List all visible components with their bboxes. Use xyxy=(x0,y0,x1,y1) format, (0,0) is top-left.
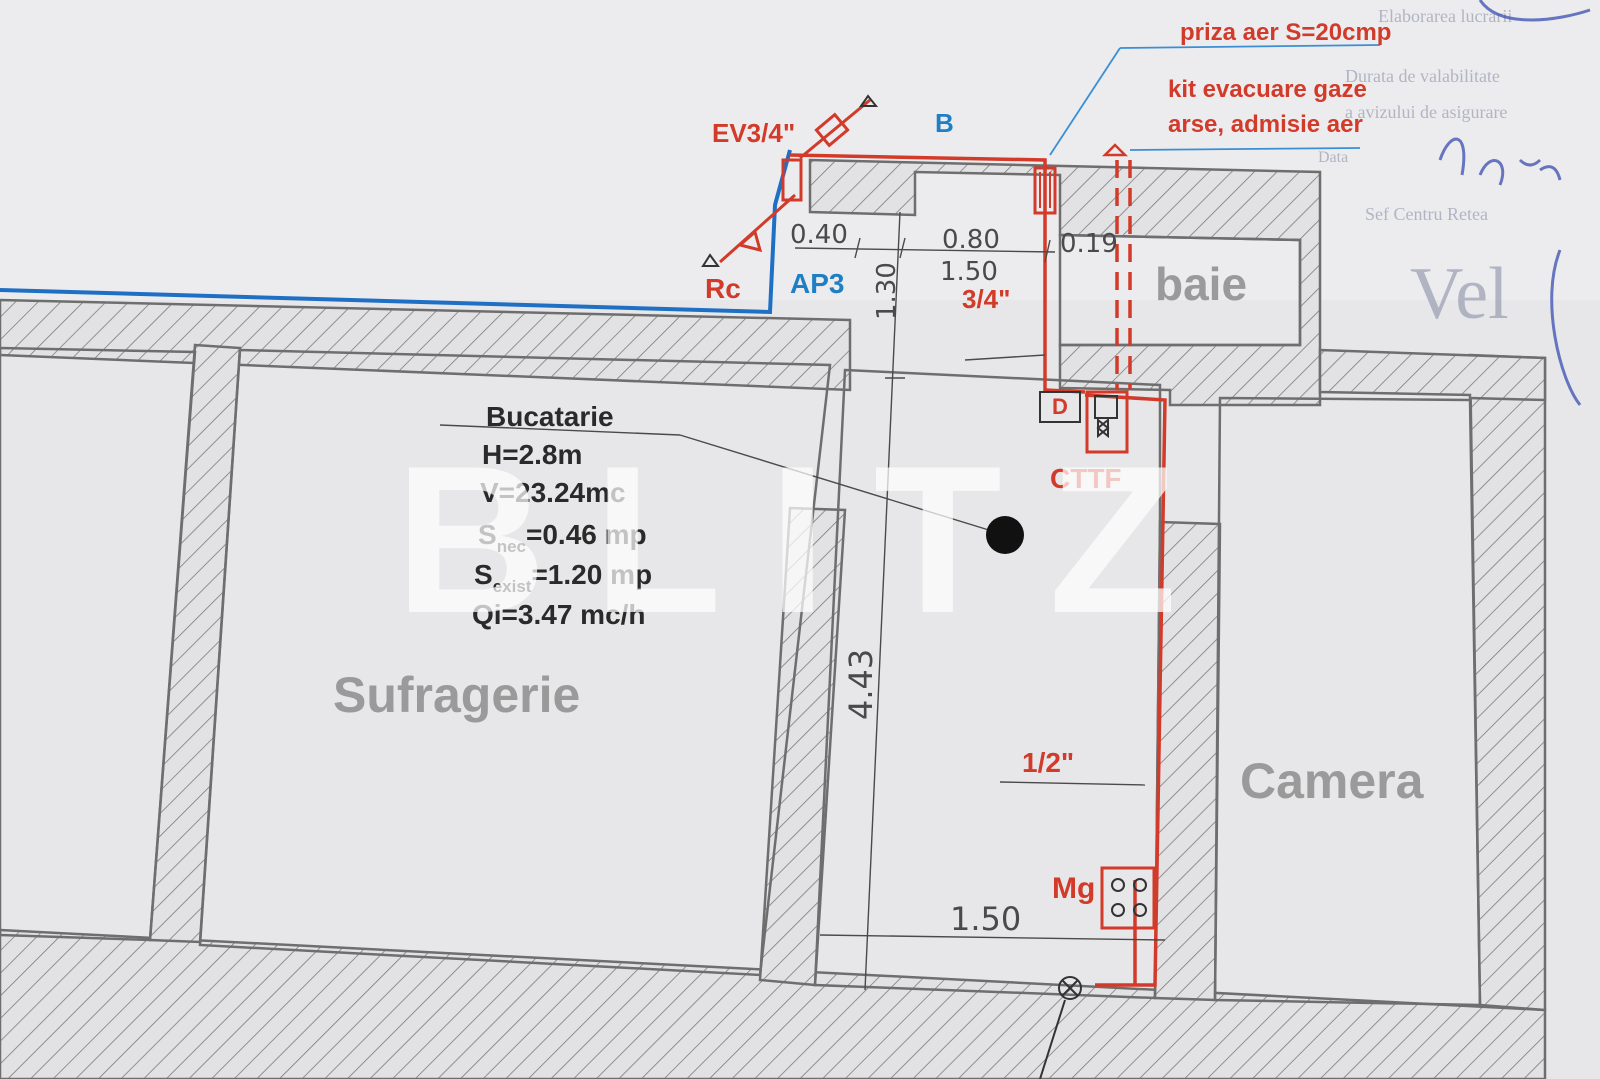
dim-150-top: 1.50 xyxy=(940,257,998,287)
watermark: BLITZ xyxy=(395,422,1195,657)
approval-stamp: Elaborarea lucrarii Durata de valabilita… xyxy=(1318,6,1512,335)
meter-d-icon xyxy=(1039,391,1081,423)
label-b: B xyxy=(935,108,954,138)
gas-inlet-icon xyxy=(1039,976,1082,1079)
spec-volume: V=23.24mc xyxy=(480,477,626,508)
room-label-bucatarie: Bucatarie xyxy=(486,401,614,432)
signature xyxy=(1438,0,1591,406)
label-cttf: CTTF xyxy=(1050,463,1122,494)
label-pipe-12: 1/2" xyxy=(1022,747,1074,778)
svg-text:Sef Centru Retea: Sef Centru Retea xyxy=(1365,204,1488,224)
dim-080: 0.80 xyxy=(942,225,1000,255)
dim-130: 1.30 xyxy=(872,262,902,320)
room-label-sufragerie: Sufragerie xyxy=(333,667,580,723)
leader-priza xyxy=(1049,47,1121,156)
leader-kit xyxy=(1129,147,1361,151)
label-d: D xyxy=(1052,394,1068,419)
dim-040: 0.40 xyxy=(790,220,848,250)
svg-text:Data: Data xyxy=(1318,149,1348,166)
label-ev: EV3/4" xyxy=(712,118,795,148)
label-mg: Mg xyxy=(1052,872,1095,905)
boiler-cttf-icon xyxy=(1085,390,1129,454)
spec-s-exist: Sexist=1.20 mp xyxy=(474,559,652,596)
label-priza: priza aer S=20cmp xyxy=(1180,19,1391,46)
dim-443: 4.43 xyxy=(842,649,880,720)
spec-s-nec: Snec=0.46 mp xyxy=(478,519,647,556)
label-ap3: AP3 xyxy=(790,268,844,299)
room-label-baie: baie xyxy=(1155,258,1247,310)
stove-mg-icon xyxy=(1100,866,1156,930)
spec-height: H=2.8m xyxy=(482,439,582,470)
dim-150-bottom: 1.50 xyxy=(950,900,1021,938)
walls xyxy=(0,158,1547,1079)
room-label-camera: Camera xyxy=(1240,753,1425,809)
label-rc: Rc xyxy=(705,273,741,304)
dimension-lines xyxy=(439,211,1166,991)
valve-ev xyxy=(719,98,871,264)
svg-text:a avizului de asigurare: a avizului de asigurare xyxy=(1345,102,1507,122)
label-kit-line1: kit evacuare gaze xyxy=(1168,76,1367,103)
svg-text:Elaborarea lucrarii: Elaborarea lucrarii xyxy=(1378,6,1512,26)
label-pipe-34: 3/4" xyxy=(962,284,1010,314)
label-kit-line2: arse, admisie aer xyxy=(1168,111,1363,138)
svg-text:Vel: Vel xyxy=(1410,253,1509,335)
kitchen-marker-dot xyxy=(986,516,1024,554)
spec-flow: Qi=3.47 mc/h xyxy=(472,599,646,630)
regulator-icon xyxy=(1033,166,1057,215)
vent-cap-icon xyxy=(1101,143,1129,157)
svg-text:Durata de valabilitate: Durata de valabilitate xyxy=(1345,66,1500,86)
valve-rc-icon xyxy=(701,94,879,267)
dim-019: 0.19 xyxy=(1060,229,1118,259)
